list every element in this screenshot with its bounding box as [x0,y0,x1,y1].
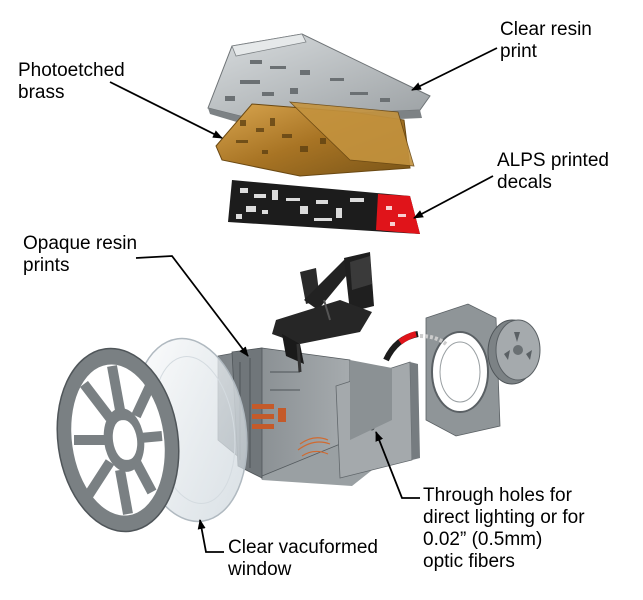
label-line: Through holes for [423,485,572,506]
label-line: window [228,559,292,580]
label-line: Opaque resin [23,233,138,254]
label-clear-resin-print: Clear resin print [500,19,592,63]
label-photoetched-brass: Photoetched brass [18,60,125,104]
label-line: ALPS printed [497,150,609,171]
leader-lines [109,47,498,553]
label-line: brass [18,82,65,103]
label-line: Clear resin [500,19,592,40]
alps-decals-part [228,180,420,234]
photoetched-brass-part [215,101,415,177]
ring-panel-part [383,303,501,437]
leader-opaque [135,255,249,357]
leader-holes [375,431,420,499]
seat-arm-part [272,252,374,373]
label-line: print [500,41,537,62]
label-through-holes: Through holes for direct lighting or for… [423,485,585,573]
label-line: Clear vacuformed [228,537,378,558]
leader-vacuform [197,519,224,553]
label-line: prints [23,255,70,276]
label-line: direct lighting or for [423,507,585,528]
label-line: Photoetched [18,60,125,81]
label-opaque-resin-prints: Opaque resin prints [23,233,137,277]
label-clear-vacuformed-window: Clear vacuformed window [228,537,378,581]
label-line: decals [497,172,552,193]
leader-brass [109,81,223,139]
label-alps-decals: ALPS printed decals [497,150,609,194]
label-line: 0.02” (0.5mm) [423,529,543,550]
spoked-frame-part [56,347,180,533]
label-line: optic fibers [423,551,515,572]
leader-clear-resin [411,47,498,91]
leader-alps [413,175,494,219]
control-disc-part [487,319,541,385]
